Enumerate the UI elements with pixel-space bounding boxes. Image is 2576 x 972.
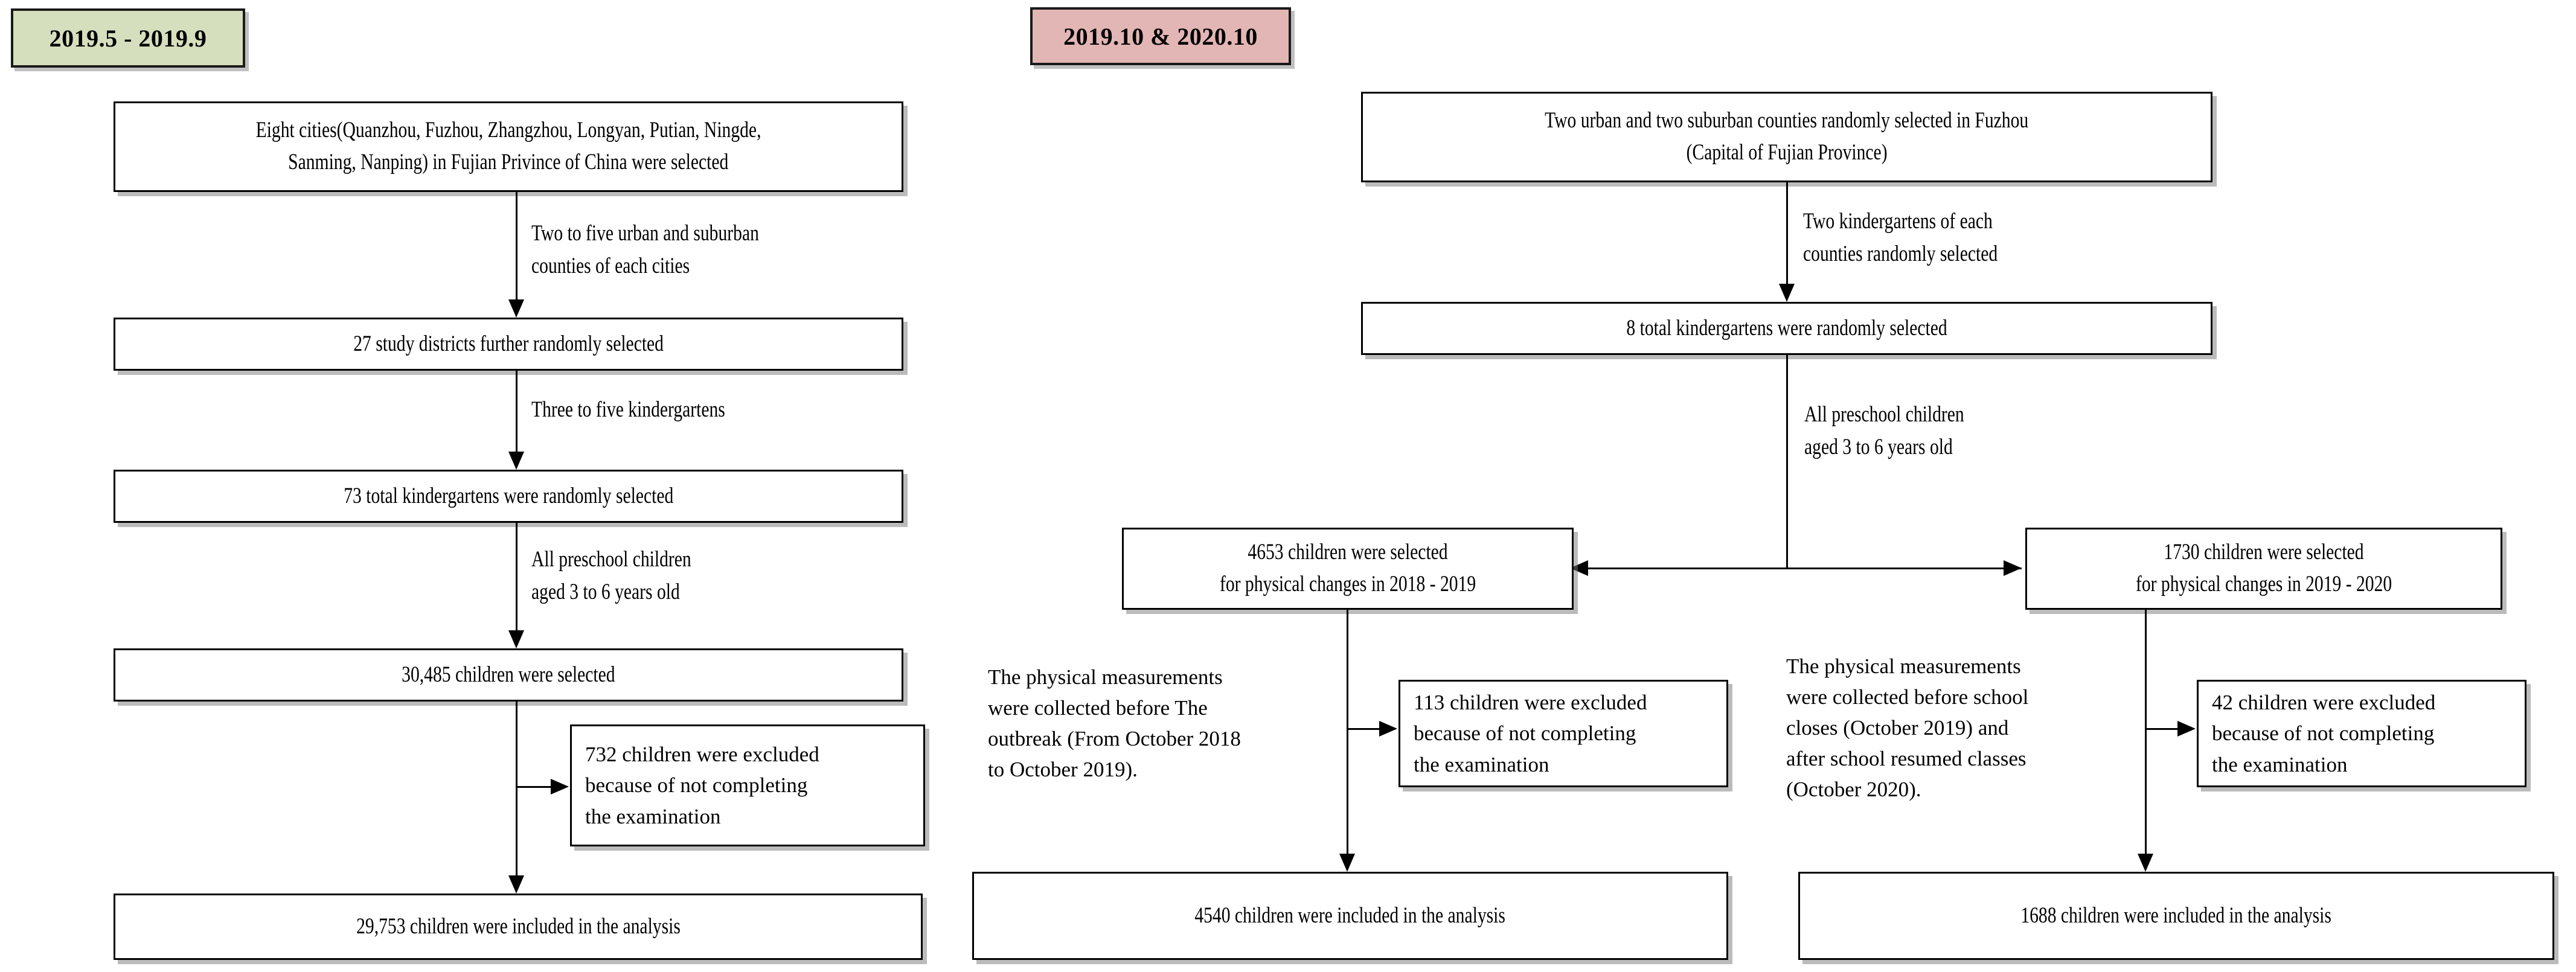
annotation-line: were collected before The [988,696,1208,720]
connector-label-two-kindergartens: Two kindergartens of each counties rando… [1803,205,2046,270]
arrow-down-icon [2138,854,2153,872]
annotation-line: to October 2019). [988,758,1138,782]
connector-label-line: counties randomly selected [1803,241,1998,267]
connector-label-line: counties of each cities [531,254,690,279]
annotation-line: The physical measurements [1786,654,2021,678]
box-line: 30,485 children were selected [402,662,615,687]
box-line: 27 study districts further randomly sele… [353,331,664,356]
box-1688-included: 1688 children were included in the analy… [1798,872,2554,960]
box-line: for physical changes in 2019 - 2020 [2135,572,2392,596]
box-line: 8 total kindergartens were randomly sele… [1626,315,1947,341]
arrow-down-icon [508,452,524,470]
connector-line [2145,610,2147,865]
box-29753-included: 29,753 children were included in the ana… [114,894,923,960]
connector-line [1347,728,1380,730]
annotation-line: (October 2020). [1786,778,1921,802]
box-line: the examination [585,804,721,828]
box-line: 29,753 children were included in the ana… [356,913,681,939]
connector-line [516,523,517,641]
period-tag-right: 2019.10 & 2020.10 [1030,7,1291,65]
connector-line [2145,728,2179,730]
connector-label-line: aged 3 to 6 years old [531,580,680,605]
box-line: 1730 children were selected [2164,540,2364,565]
connector-line [516,192,517,310]
connector-label-line: aged 3 to 6 years old [1804,435,1953,460]
arrow-down-icon [508,630,524,648]
annotation-line: The physical measurements [988,665,1223,689]
box-line: because of not completing [1414,721,1636,746]
annotation-line: closes (October 2019) and [1786,716,2009,740]
box-732-excluded: 732 children were excluded because of no… [570,724,925,846]
box-1730-selected: 1730 children were selected for physical… [2025,528,2502,610]
box-line: 1688 children were included in the analy… [2020,903,2332,928]
box-4540-included: 4540 children were included in the analy… [972,872,1728,960]
box-line: 732 children were excluded [585,743,819,767]
annotation-right-measurements: The physical measurements were collected… [1786,651,2028,805]
connector-line [1786,182,1788,295]
box-27-districts: 27 study districts further randomly sele… [114,318,903,371]
connector-line [1347,610,1348,865]
annotation-line: after school resumed classes [1786,747,2027,771]
connector-label-two-to-five: Two to five urban and suburban counties … [531,217,816,283]
connector-label-all-preschool-left: All preschool children aged 3 to 6 years… [531,543,731,609]
arrow-down-icon [1339,854,1355,872]
connector-label-line: Two kindergartens of each [1803,209,1993,234]
box-line: 42 children were excluded [2212,691,2436,715]
box-line: for physical changes in 2018 - 2019 [1219,572,1476,596]
box-line: the examination [2212,752,2348,776]
box-42-excluded: 42 children were excluded because of not… [2197,680,2526,787]
box-line: the examination [1414,752,1549,776]
connector-line [1786,355,1788,568]
annotation-line: outbreak (From October 2018 [988,727,1241,751]
connector-label-three-to-five: Three to five kindergartens [531,394,774,426]
annotation-line: were collected before school [1786,685,2029,709]
connector-line [516,702,517,886]
box-line: because of not completing [2212,721,2435,746]
connector-line [1578,568,2022,569]
box-4653-selected: 4653 children were selected for physical… [1122,528,1574,610]
box-fuzhou-counties: Two urban and two suburban counties rand… [1361,92,2212,182]
connector-label-all-preschool-right: All preschool children aged 3 to 6 years… [1804,398,2004,464]
arrow-down-icon [508,875,524,894]
connector-line [516,371,517,462]
period-tag-left: 2019.5 - 2019.9 [11,8,245,68]
box-line: 4653 children were selected [1248,540,1448,565]
arrow-right-icon [2004,560,2022,576]
box-eight-cities: Eight cities(Quanzhou, Fuzhou, Zhangzhou… [114,101,903,192]
connector-label-line: Two to five urban and suburban [531,221,759,246]
annotation-left-measurements: The physical measurements were collected… [988,662,1241,785]
box-30485-selected: 30,485 children were selected [114,648,903,702]
connector-line [516,786,552,788]
box-113-excluded: 113 children were excluded because of no… [1399,680,1728,787]
box-line: 113 children were excluded [1414,691,1647,715]
arrow-down-icon [1779,284,1795,302]
box-line: Two urban and two suburban counties rand… [1545,108,2029,133]
box-line: (Capital of Fujian Province) [1686,140,1888,165]
box-8-kindergartens: 8 total kindergartens were randomly sele… [1361,302,2212,355]
arrow-right-icon [1379,721,1397,737]
arrow-right-icon [551,779,569,795]
box-line: Eight cities(Quanzhou, Fuzhou, Zhangzhou… [255,118,761,143]
arrow-right-icon [2177,721,2196,737]
arrow-down-icon [508,299,524,318]
box-line: because of not completing [585,773,808,798]
box-73-kindergartens: 73 total kindergartens were randomly sel… [114,470,903,523]
connector-label-line: Three to five kindergartens [531,397,725,422]
box-line: 73 total kindergartens were randomly sel… [343,483,674,508]
connector-label-line: All preschool children [531,547,691,572]
box-line: 4540 children were included in the analy… [1194,903,1506,928]
connector-label-line: All preschool children [1804,402,1964,427]
box-line: Sanming, Nanping) in Fujian Privince of … [288,150,729,174]
